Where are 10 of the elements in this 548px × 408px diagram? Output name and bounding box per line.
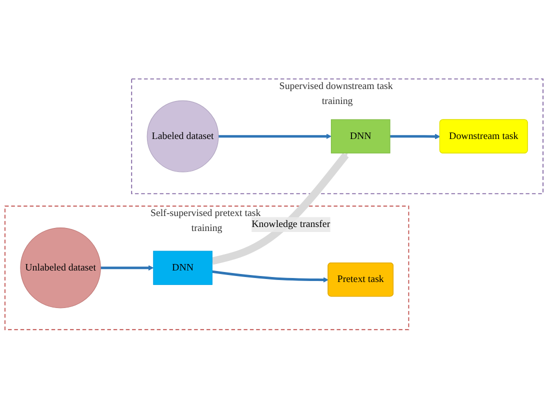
node-circle: Unlabeled dataset: [20, 227, 101, 308]
edge-label: Knowledge transfer: [252, 218, 330, 230]
node-box: DNN: [330, 118, 390, 154]
arrow: [211, 152, 349, 264]
arrow: [212, 270, 329, 282]
arrow: [218, 133, 332, 139]
node-box: DNN: [153, 250, 212, 285]
arrow: [390, 134, 440, 139]
node-circle: Labeled dataset: [146, 100, 219, 172]
arrow: [100, 264, 154, 270]
